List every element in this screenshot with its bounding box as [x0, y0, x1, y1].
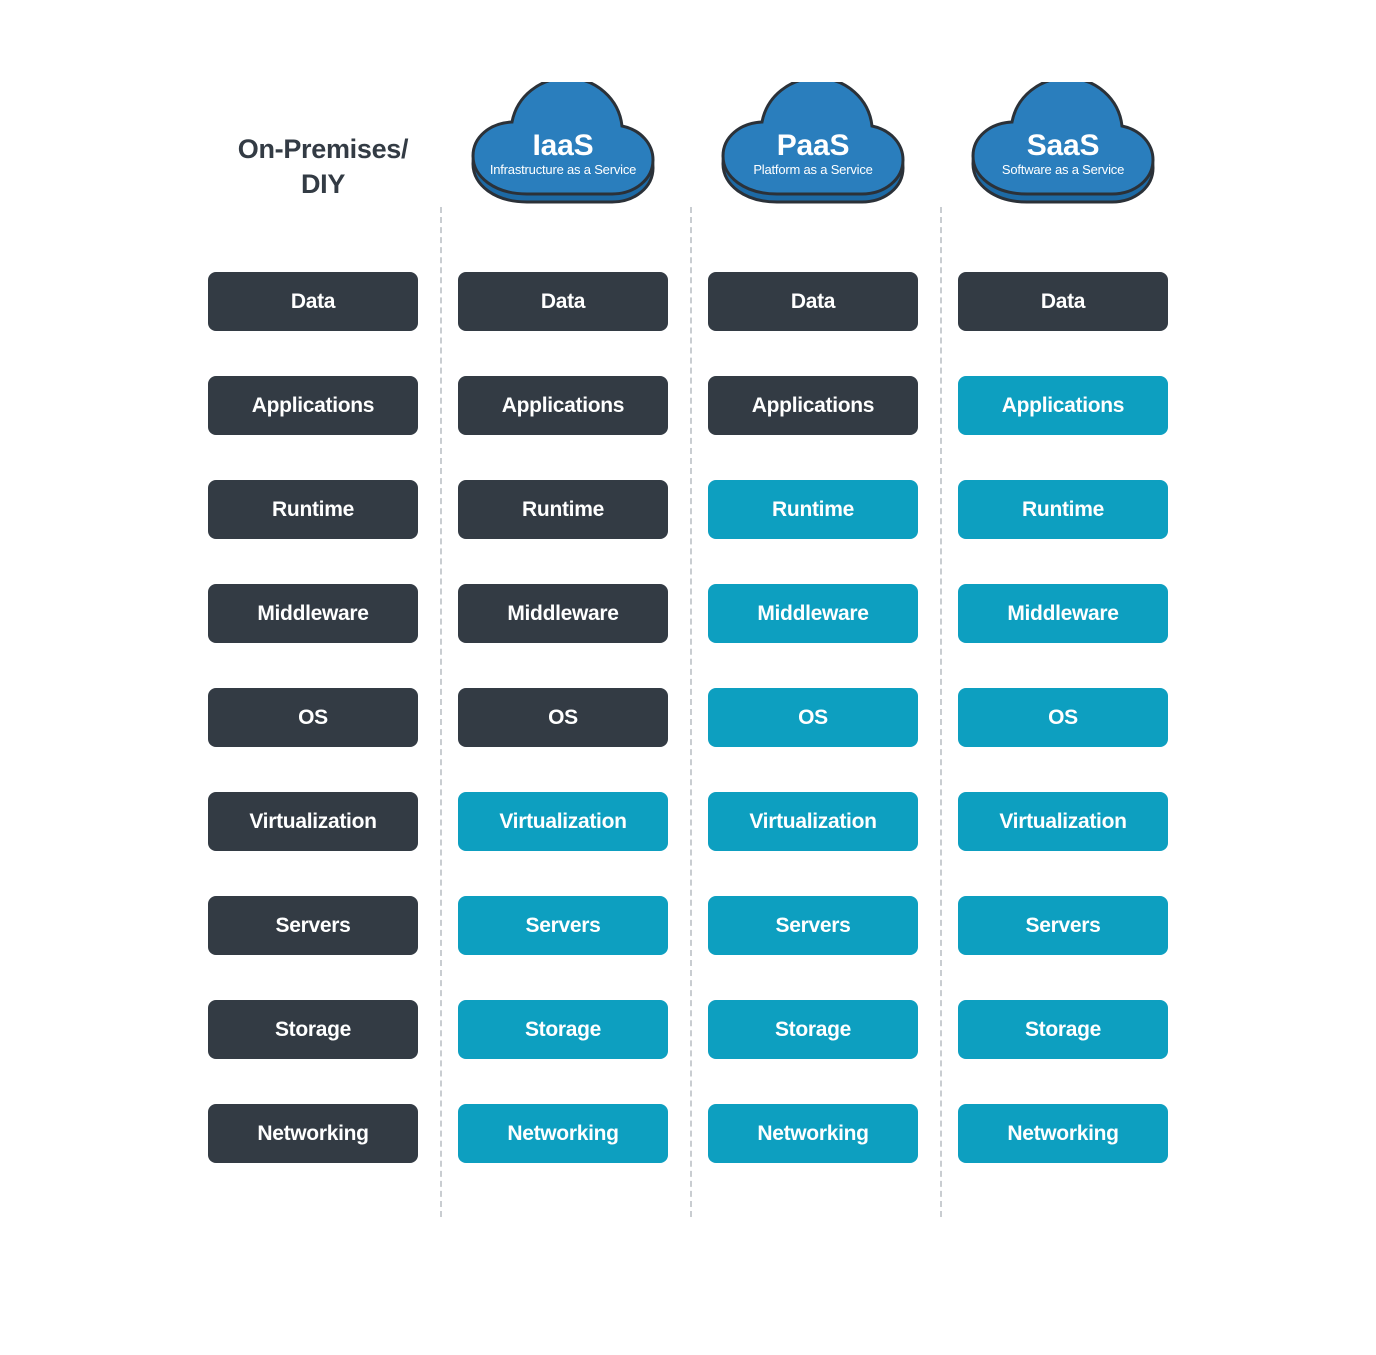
layer-cell-label: Networking — [257, 1121, 369, 1145]
layer-cell-label: Applications — [1001, 393, 1125, 417]
layer-cell[interactable]: Applications — [958, 376, 1168, 435]
layer-cell[interactable]: Networking — [958, 1104, 1168, 1163]
on-premises-title-line-1: On-Premises/ — [237, 134, 409, 164]
layer-cell[interactable]: Networking — [208, 1104, 418, 1163]
layer-cell[interactable]: OS — [458, 688, 668, 747]
layer-cell-label: OS — [798, 705, 828, 729]
layer-row: Runtime Runtime Runtime Runtime — [0, 480, 1376, 584]
layer-cell[interactable]: Data — [958, 272, 1168, 331]
layer-cell-label: Servers — [775, 913, 851, 937]
layer-row: Servers Servers Servers Servers — [0, 896, 1376, 1000]
layer-row: Applications Applications Applications Appl… — [0, 376, 1376, 480]
layer-cell[interactable]: Middleware — [208, 584, 418, 643]
layer-cell[interactable]: OS — [958, 688, 1168, 747]
column-header-paas: PaaS Platform as a Service — [708, 0, 918, 260]
layer-cell[interactable]: Data — [458, 272, 668, 331]
layer-cell[interactable]: Middleware — [458, 584, 668, 643]
layer-cell[interactable]: Networking — [458, 1104, 668, 1163]
layer-row: Storage Storage Storage Storage — [0, 1000, 1376, 1104]
layer-cell-label: Middleware — [507, 601, 619, 625]
layer-cell[interactable]: OS — [708, 688, 918, 747]
layer-cell-label: Data — [1040, 289, 1086, 313]
layer-cell-label: Applications — [751, 393, 875, 417]
layer-cell-label: Runtime — [772, 497, 854, 521]
layer-cell-label: Virtualization — [749, 809, 877, 833]
layer-cell[interactable]: OS — [208, 688, 418, 747]
layer-cell-label: Middleware — [757, 601, 869, 625]
layer-cell[interactable]: Servers — [208, 896, 418, 955]
layer-cell-label: Data — [290, 289, 336, 313]
layer-cell-label: Servers — [525, 913, 601, 937]
layer-row: OS OS OS OS — [0, 688, 1376, 792]
layer-cell-label: Middleware — [1007, 601, 1119, 625]
layer-cell-label: OS — [548, 705, 578, 729]
column-header-iaas: IaaS Infrastructure as a Service — [458, 0, 668, 260]
layer-cell-label: Networking — [507, 1121, 619, 1145]
cloud-icon-iaas: IaaS Infrastructure as a Service — [467, 82, 659, 207]
layer-row: Networking Networking Networking Networking — [0, 1104, 1376, 1208]
layer-cell-label: Virtualization — [249, 809, 377, 833]
layer-cell[interactable]: Servers — [958, 896, 1168, 955]
layer-cell-label: Networking — [757, 1121, 869, 1145]
layer-cell[interactable]: Storage — [208, 1000, 418, 1059]
layer-cell[interactable]: Data — [208, 272, 418, 331]
layer-cell[interactable]: Networking — [708, 1104, 918, 1163]
column-separator-2 — [690, 207, 692, 1217]
layer-cell-label: Servers — [1025, 913, 1101, 937]
layer-cell[interactable]: Virtualization — [708, 792, 918, 851]
on-premises-title-line-2: DIY — [300, 169, 346, 200]
layer-cell-label: Virtualization — [999, 809, 1127, 833]
layer-cell[interactable]: Storage — [458, 1000, 668, 1059]
layer-cell-label: Storage — [1024, 1017, 1102, 1041]
layer-cell[interactable]: Runtime — [458, 480, 668, 539]
layer-cell[interactable]: Runtime — [208, 480, 418, 539]
layer-cell-label: Data — [790, 289, 836, 313]
layer-cell-label: Storage — [524, 1017, 602, 1041]
layer-cell-label: Runtime — [1022, 497, 1104, 521]
layer-cell-label: Applications — [251, 393, 375, 417]
column-separator-3 — [940, 207, 942, 1217]
cloud-icon-saas: SaaS Software as a Service — [967, 82, 1159, 207]
layer-cell-label: Runtime — [272, 497, 354, 521]
layer-cell[interactable]: Applications — [458, 376, 668, 435]
layer-cell-label: Applications — [501, 393, 625, 417]
cloud-icon-paas: PaaS Platform as a Service — [717, 82, 909, 207]
layer-cell[interactable]: Storage — [708, 1000, 918, 1059]
layer-cell-label: Networking — [1007, 1121, 1119, 1145]
layer-cell[interactable]: Servers — [708, 896, 918, 955]
layer-cell[interactable]: Runtime — [708, 480, 918, 539]
layer-cell[interactable]: Middleware — [958, 584, 1168, 643]
layer-cell[interactable]: Data — [708, 272, 918, 331]
layer-cell-label: Data — [540, 289, 586, 313]
on-premises-title: On-Premises/ DIY — [208, 132, 438, 202]
layer-cell[interactable]: Virtualization — [208, 792, 418, 851]
layer-row: Virtualization Virtualization Virtualizati… — [0, 792, 1376, 896]
column-headers: On-Premises/ DIY IaaS Infrastructure as … — [0, 0, 1376, 260]
layer-cell-label: Virtualization — [499, 809, 627, 833]
layer-cell-label: Runtime — [522, 497, 604, 521]
layer-row: Middleware Middleware Middleware Middleware — [0, 584, 1376, 688]
layer-cell-label: OS — [1048, 705, 1078, 729]
column-separator-1 — [440, 207, 442, 1217]
layer-row: Data Data Data Data — [0, 272, 1376, 376]
layer-cell[interactable]: Storage — [958, 1000, 1168, 1059]
layer-cell[interactable]: Runtime — [958, 480, 1168, 539]
layer-cell[interactable]: Servers — [458, 896, 668, 955]
layer-cell[interactable]: Applications — [708, 376, 918, 435]
layer-cell[interactable]: Virtualization — [458, 792, 668, 851]
layer-cell[interactable]: Virtualization — [958, 792, 1168, 851]
layer-cell[interactable]: Middleware — [708, 584, 918, 643]
layer-cell[interactable]: Applications — [208, 376, 418, 435]
layer-cell-label: Servers — [275, 913, 351, 937]
layer-cell-label: Storage — [274, 1017, 352, 1041]
column-header-saas: SaaS Software as a Service — [958, 0, 1168, 260]
layer-cell-label: OS — [298, 705, 328, 729]
layer-cell-label: Storage — [774, 1017, 852, 1041]
layer-cell-label: Middleware — [257, 601, 369, 625]
column-header-on-premises: On-Premises/ DIY — [208, 0, 418, 260]
